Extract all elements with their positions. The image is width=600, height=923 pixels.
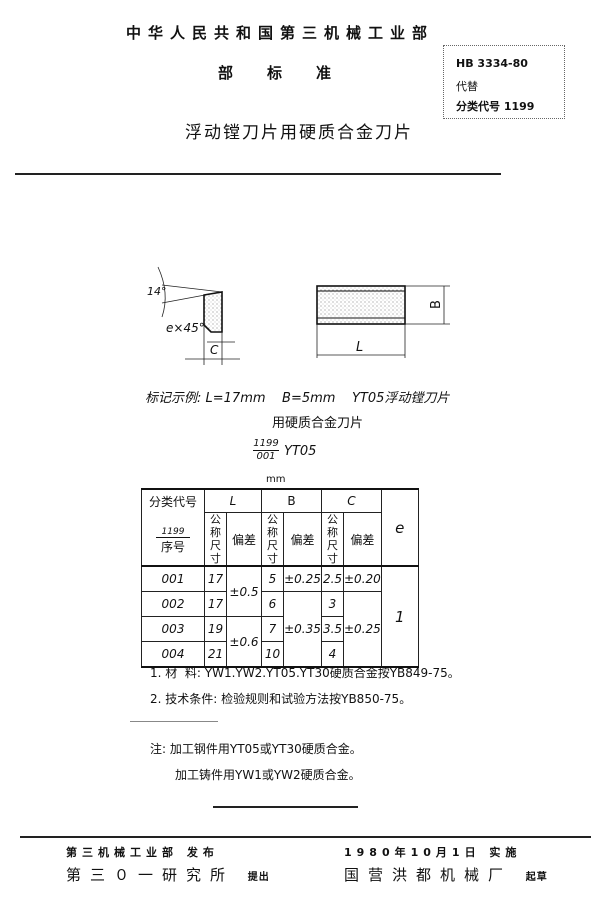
class-code-header: 分类代号 <box>141 488 205 513</box>
remark-steel: 注: 加工钢件用YT05或YT30硬质合金。 <box>150 742 362 756</box>
L-tolerance-header: 偏差 <box>226 512 262 567</box>
header-divider <box>15 173 501 175</box>
replaces-label: 代替 <box>456 80 478 93</box>
col-e-header: e <box>380 488 419 567</box>
chamfer-label: e×45° <box>166 321 205 335</box>
unit-label: mm <box>266 474 286 485</box>
remark-cast: 加工铸件用YW1或YW2硬质合金。 <box>175 768 361 782</box>
end-rule <box>213 806 358 808</box>
fraction-bottom: 001 <box>256 451 276 462</box>
B-tolerance-header: 偏差 <box>283 512 322 567</box>
table-row: 002 17 6 ±0.35 3 ±0.25 <box>141 591 419 668</box>
C-tolerance-header: 偏差 <box>343 512 382 567</box>
marking-fraction: 1199 001 <box>253 438 279 462</box>
table-row: 001 17 ±0.5 5 ±0.25 2.5 ±0.20 1 <box>141 565 419 668</box>
ministry-title: 中华人民共和国第三机械工业部 <box>125 24 434 42</box>
marking-grade: YT05 <box>284 444 317 459</box>
top-view-drawing <box>316 285 450 358</box>
table-row: 003 19 ±0.6 7 3.5 <box>141 616 419 668</box>
notes-divider <box>130 721 218 722</box>
standard-number: HB 3334-80 <box>456 57 528 70</box>
dim-c-label: C <box>210 343 219 357</box>
table-row: 004 21 10 4 <box>141 641 419 668</box>
issued-by: 第三机械工业部 发布 <box>66 846 219 859</box>
spec-table: 分类代号 L B C e 1199 序号 公称尺寸 偏差 公称尺寸 偏差 公称尺… <box>141 488 419 668</box>
standard-code-box: HB 3334-80 代替 分类代号 1199 <box>443 45 565 119</box>
note-technical: 2. 技术条件: 检验规则和试验方法按YB850-75。 <box>150 692 412 706</box>
seq-header: 1199 序号 <box>141 512 205 567</box>
side-view-drawing <box>157 266 240 365</box>
col-C-header: C <box>321 488 382 513</box>
dim-b-label: B <box>428 300 444 309</box>
dim-l-label: L <box>356 340 364 355</box>
col-L-header: L <box>204 488 262 513</box>
C-nominal-header: 公称尺寸 <box>321 512 344 567</box>
classification-code: 分类代号 1199 <box>456 100 535 113</box>
marking-example: 标记示例: L=17mm B=5mm YT05浮动镗刀片 <box>145 391 450 406</box>
effective-date: 1980年10月1日 实施 <box>344 846 522 859</box>
note-material: 1. 材 料: YW1.YW2.YT05.YT30硬质合金按YB849-75。 <box>150 666 460 680</box>
fraction-top: 1199 <box>253 438 279 451</box>
standard-type: 部标准 <box>218 64 366 82</box>
marking-example-line2: 用硬质合金刀片 <box>272 416 364 431</box>
angle-label: 14° <box>147 285 167 298</box>
footer-divider <box>20 836 591 838</box>
e-value: 1 <box>380 565 419 668</box>
proposed-by: 第三０一研究所 提出 <box>66 866 270 884</box>
B-nominal-header: 公称尺寸 <box>261 512 284 567</box>
document-title: 浮动镗刀片用硬质合金刀片 <box>185 123 413 143</box>
L-nominal-header: 公称尺寸 <box>204 512 227 567</box>
drafted-by: 国营洪都机械厂 起草 <box>344 866 548 884</box>
col-B-header: B <box>261 488 322 513</box>
